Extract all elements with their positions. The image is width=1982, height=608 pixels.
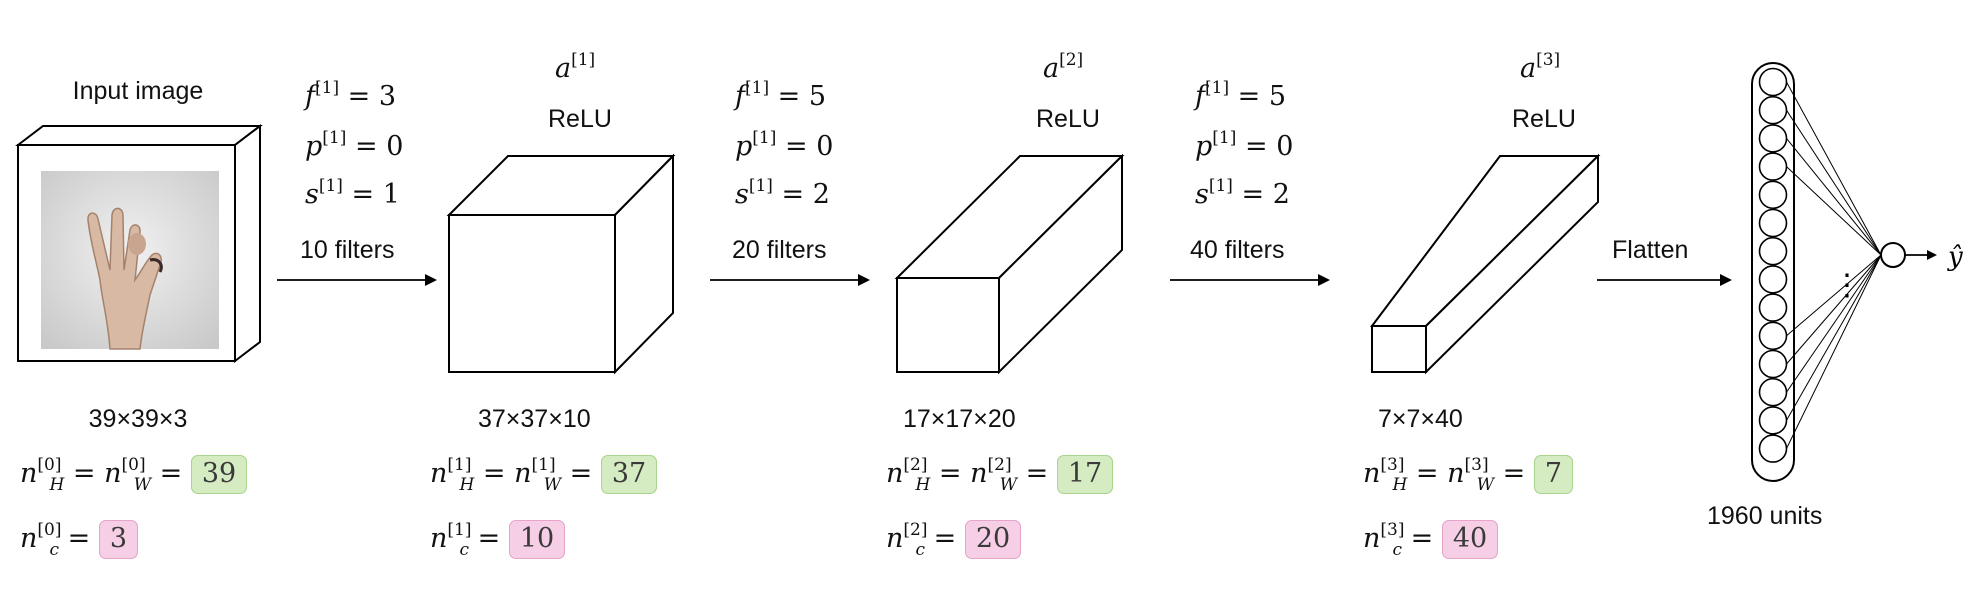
unit-circle [1758,349,1788,379]
conv1-arrow [277,274,437,286]
unit-circle [1758,236,1788,266]
unit-connection [1786,254,1882,393]
layer3-height-value: 7 [1533,455,1574,494]
layer2-channels-value: 20 [964,520,1022,559]
unit-circle [1758,265,1788,294]
input-height-value: 39 [190,455,248,494]
layer3-nc-equation: n[3]c = 40 [1363,520,1499,560]
layer1-nc-equation: n[1]c = 10 [430,520,566,560]
input-nc-equation: n[0]c = 3 [20,520,138,560]
unit-circle [1758,180,1788,210]
output-y-hat: ŷ [1947,242,1963,272]
conv2-padding: p[1] = 0 [735,128,834,162]
unit-circle [1758,434,1788,463]
conv1-filters: 10 filters [300,236,395,264]
unit-circle [1758,321,1788,351]
unit-connection [1786,254,1882,365]
conv2-filters: 20 filters [732,236,827,264]
input-image-title: Input image [72,77,204,105]
conv1-stride: s[1] = 1 [305,176,400,210]
unit-connection [1786,254,1882,337]
unit-connection [1786,138,1882,256]
input-image-volume [15,123,263,364]
layer3-nh-equation: n[3]H = n[3]W = 7 [1363,455,1574,495]
layer2-height-value: 17 [1056,455,1114,494]
hand-sign-icon [87,207,163,350]
conv3-filter-size: f[1] = 5 [1195,78,1287,112]
input-dims: 39×39×3 [88,405,188,433]
input-channels-value: 3 [98,520,138,559]
activation-2-dims: 17×17×20 [903,405,1016,433]
unit-circle [1758,293,1788,322]
conv2-filter-size: f[1] = 5 [735,78,827,112]
flatten-label: Flatten [1612,236,1689,264]
units-count: 1960 units [1707,502,1823,530]
activation-2-relu: ReLU [1036,105,1100,133]
layer1-channels-value: 10 [508,520,566,559]
conv3-filters: 40 filters [1190,236,1285,264]
unit-circles [1758,67,1788,463]
activation-1-dims: 37×37×10 [478,405,591,433]
unit-circle [1758,124,1788,153]
conv3-stride: s[1] = 2 [1195,176,1290,210]
layer3-channels-value: 40 [1441,520,1499,559]
conv1-padding: p[1] = 0 [305,128,404,162]
unit-connection [1786,81,1882,256]
activation-1-relu: ReLU [548,105,612,133]
unit-circle [1758,67,1788,97]
activation-3-dims: 7×7×40 [1378,405,1463,433]
unit-circle [1758,208,1788,238]
output-arrow [1927,250,1937,260]
layer1-height-value: 37 [600,455,658,494]
activation-3-label: a[3] [1520,50,1561,84]
conv3-padding: p[1] = 0 [1195,128,1294,162]
conv2-arrow [710,274,870,286]
unit-circle [1758,377,1788,407]
activation-3-relu: ReLU [1512,105,1576,133]
layer2-nh-equation: n[2]H = n[2]W = 17 [886,455,1114,495]
unit-circle [1758,95,1788,125]
layer2-nc-equation: n[2]c = 20 [886,520,1022,560]
unit-connection [1786,166,1882,256]
activation-1-label: a[1] [555,50,596,84]
unit-connections [1786,81,1882,449]
unit-connection [1786,254,1882,421]
activation-2-volume [894,153,1125,375]
conv1-filter-size: f[1] = 3 [305,78,397,112]
activation-1-volume [446,153,676,375]
flatten-arrow [1597,274,1732,286]
unit-circle [1758,152,1788,181]
conv3-arrow [1170,274,1330,286]
activation-3-volume [1369,153,1601,375]
unit-connection [1786,254,1882,449]
input-nh-equation: n[0]H = n[0]W = 39 [20,455,248,495]
flattened-units-column: ⋮ ŷ [1751,62,1963,482]
output-node [1880,242,1906,268]
layer1-nh-equation: n[1]H = n[1]W = 37 [430,455,658,495]
activation-2-label: a[2] [1043,50,1084,84]
conv2-stride: s[1] = 2 [735,176,830,210]
units-ellipsis: ⋮ [1832,268,1862,303]
unit-circle [1758,406,1788,435]
unit-connection [1786,109,1882,256]
